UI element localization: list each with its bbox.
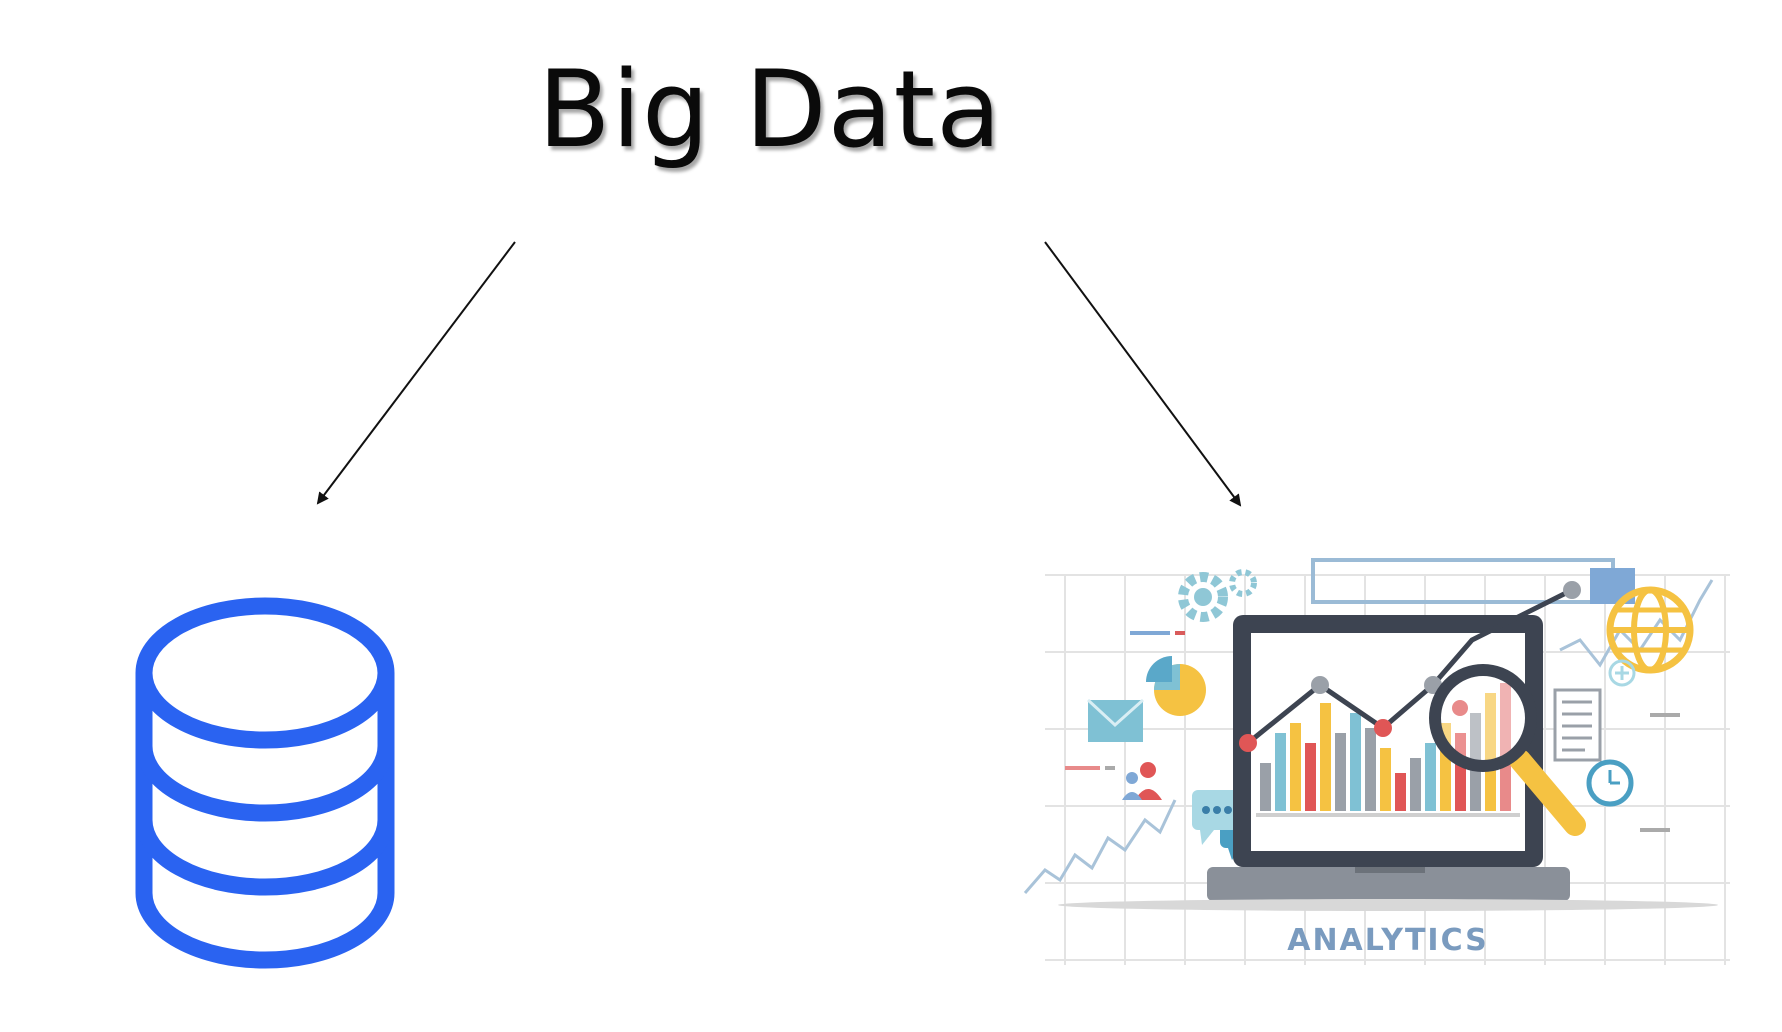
arrow-to-storage [316, 241, 516, 505]
analytics-label: ANALYTICS [1287, 923, 1489, 958]
analytics-laptop-icon: ANALYTICS [1023, 558, 1730, 965]
diagram-title: Big Data [537, 48, 1003, 171]
database-icon [135, 597, 395, 969]
arrow-to-analytics [1044, 241, 1242, 507]
